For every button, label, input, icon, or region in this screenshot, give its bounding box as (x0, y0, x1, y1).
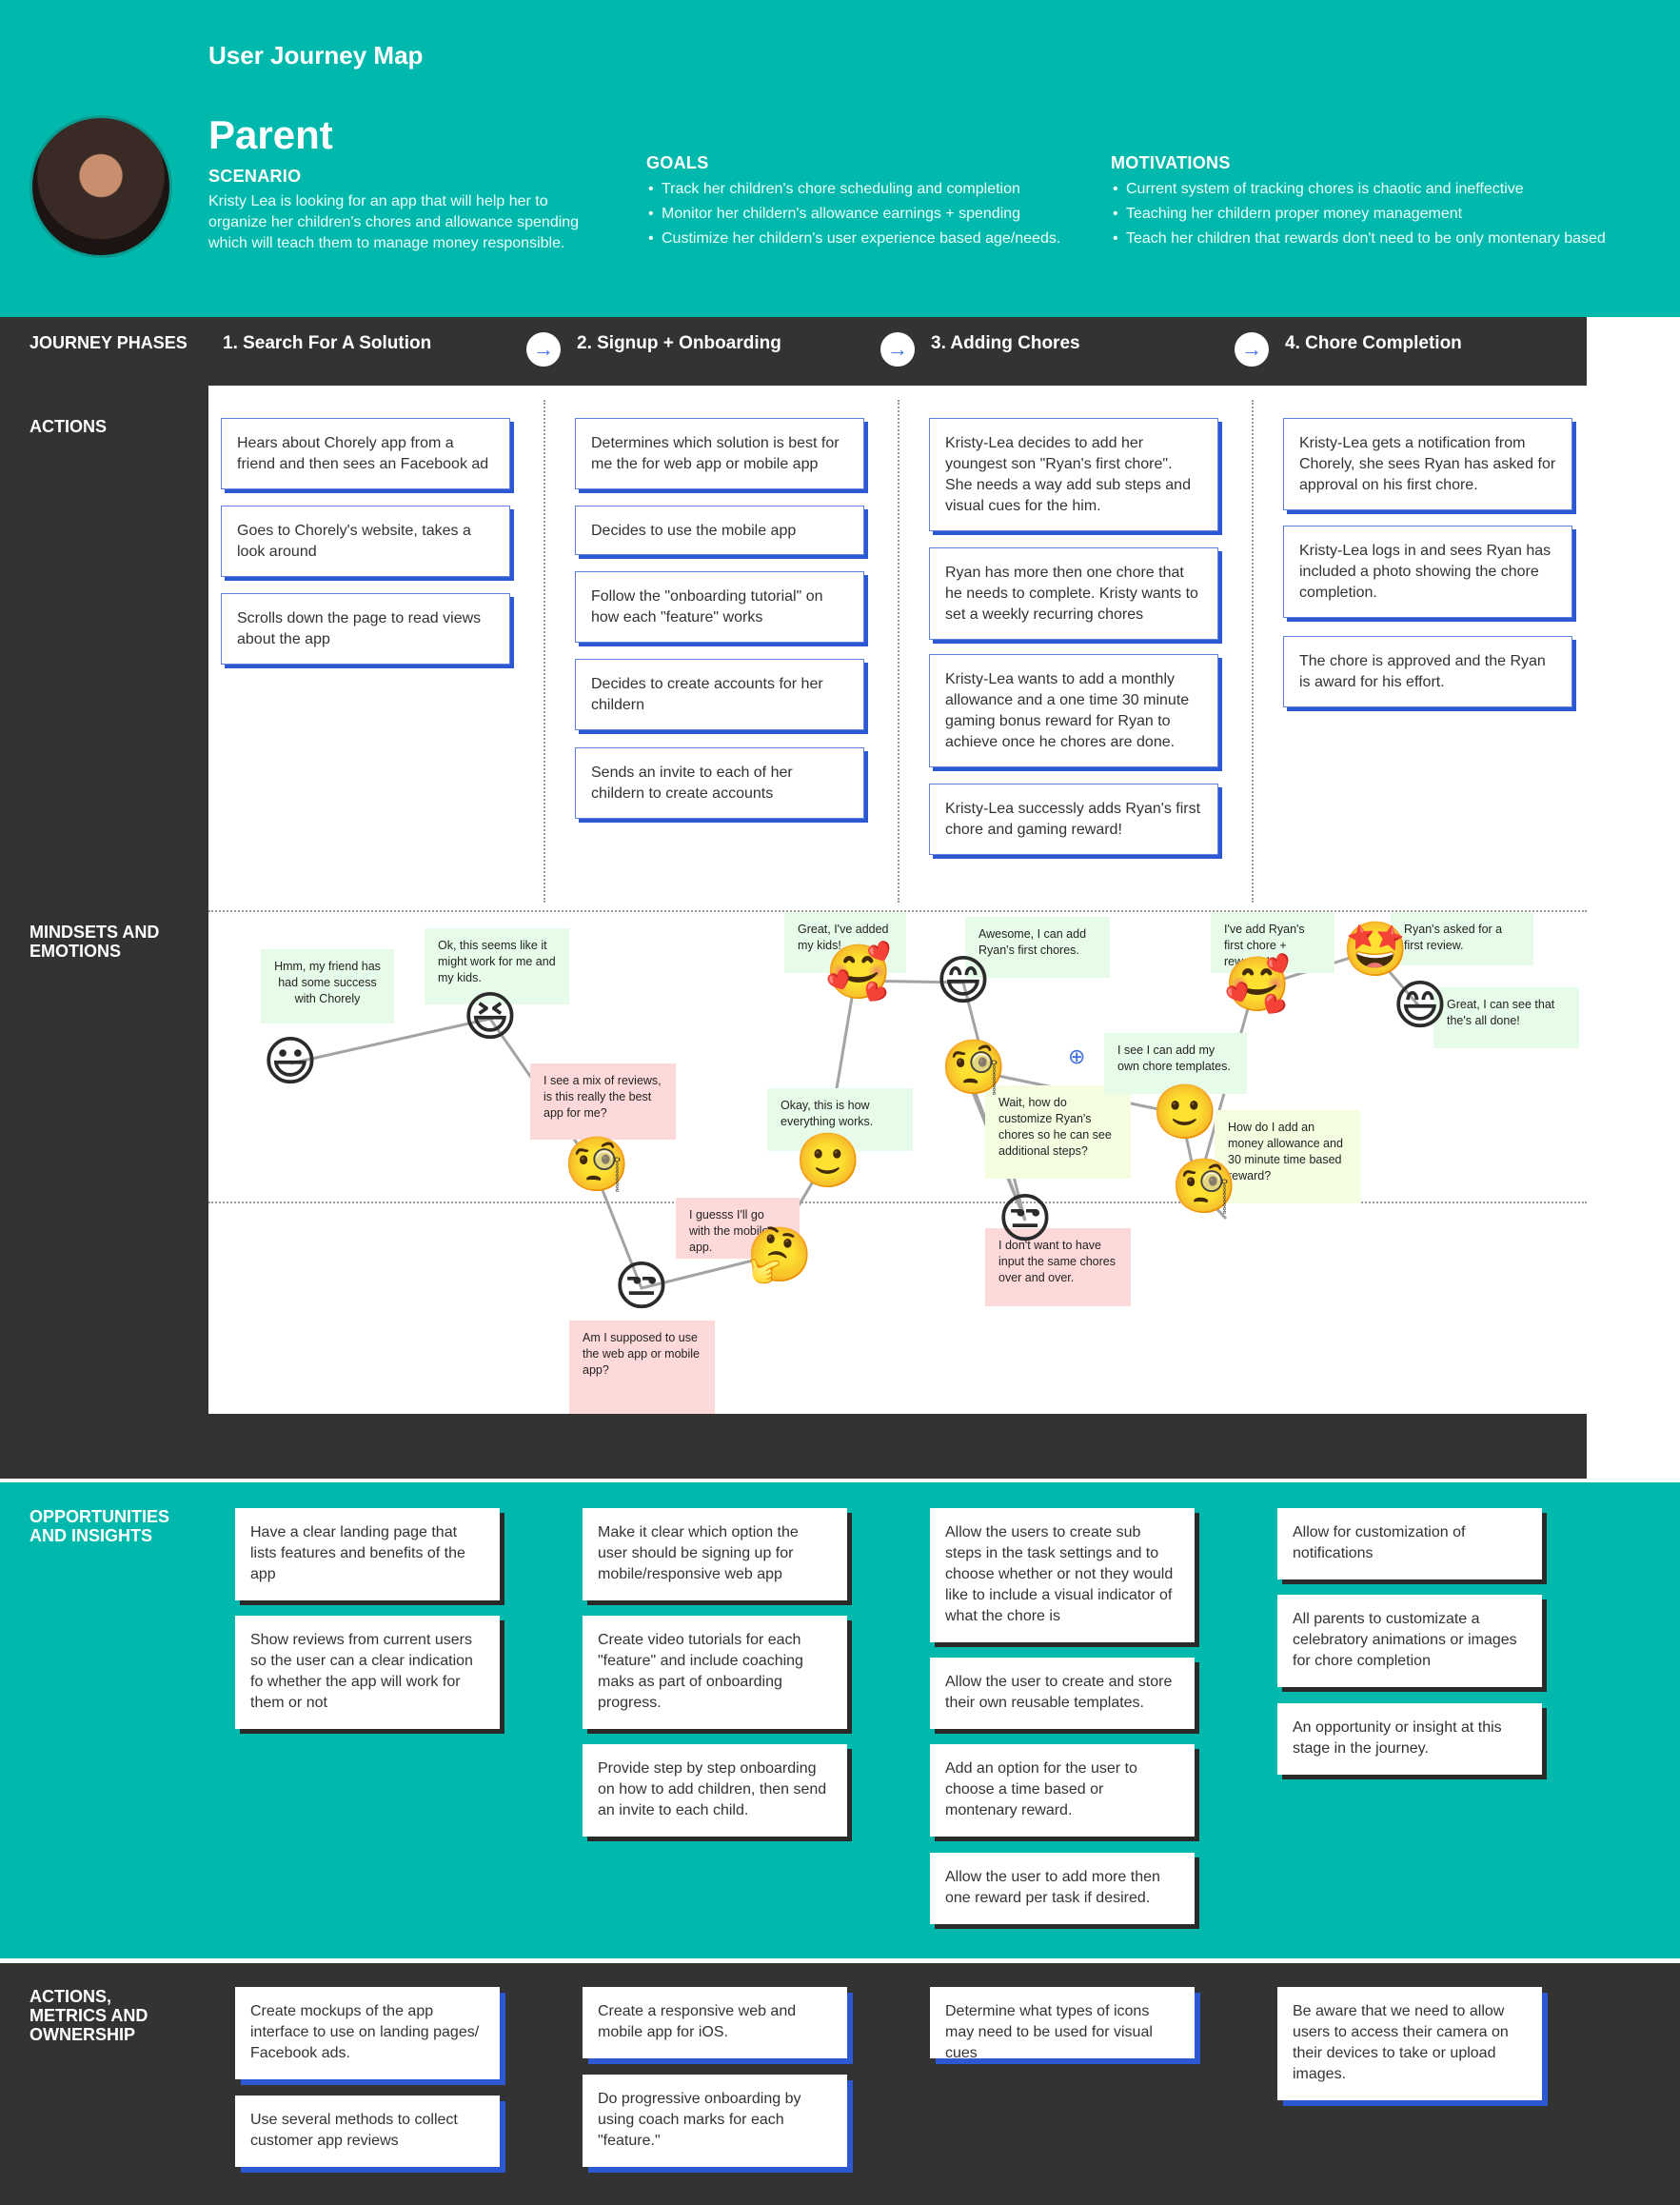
emotion-note: Am I supposed to use the web app or mobi… (569, 1321, 715, 1414)
add-icon: ⊕ (1068, 1045, 1086, 1069)
metric-card: Be aware that we need to allow users to … (1277, 1987, 1542, 2100)
opportunity-card: Allow the users to create sub steps in t… (930, 1508, 1195, 1642)
opportunity-card: All parents to customizate a celebratory… (1277, 1595, 1542, 1687)
phase-3: 3. Adding Chores (931, 333, 1080, 353)
star-struck-icon: 🤩 (1342, 919, 1409, 981)
arrow-right-icon: → (524, 330, 563, 368)
action-card: Kristy-Lea wants to add a monthly allowa… (929, 654, 1218, 767)
metric-card: Create mockups of the app interface to u… (235, 1987, 500, 2079)
smiling-face-hearts-icon: 🥰 (1224, 954, 1291, 1016)
emotion-note: I don't want to have input the same chor… (985, 1228, 1131, 1306)
emotion-note: Ryan's asked for a first review. (1391, 912, 1533, 965)
emotion-note: How do I add an money allowance and 30 m… (1215, 1110, 1360, 1203)
thinking-face-icon: 🤔 (746, 1224, 813, 1286)
action-card: Follow the "onboarding tutorial" on how … (575, 571, 864, 643)
phase-2: 2. Signup + Onboarding (577, 333, 781, 353)
grinning-smiling-eyes-icon: 😄 (1392, 975, 1449, 1037)
unamused-face-icon: 😒 (613, 1256, 670, 1318)
row-label-opportunities: OPPORTUNITIES AND INSIGHTS (30, 1507, 170, 1545)
persona-name: Parent (208, 112, 333, 157)
emotion-note: Awesome, I can add Ryan's first chores. (965, 917, 1110, 978)
laughing-face-icon: 😆 (462, 986, 519, 1048)
emotion-note: Great, I've added my kids! (784, 912, 906, 973)
action-card: Decides to use the mobile app (575, 506, 864, 555)
action-card: Kristy-Lea gets a notification from Chor… (1283, 418, 1572, 510)
scenario-text: Kristy Lea is looking for an app that wi… (208, 193, 580, 251)
grinning-smiling-eyes-icon: 😄 (935, 950, 992, 1012)
emotion-note: Great, I can see that the's all done! (1433, 987, 1579, 1048)
monocle-face-icon: 🧐 (563, 1134, 630, 1196)
opportunity-card: Allow the user to add more then one rewa… (930, 1853, 1195, 1924)
opportunity-card: Make it clear which option the user shou… (583, 1508, 847, 1600)
avatar (30, 115, 172, 258)
row-label-metrics: ACTIONS, METRICS AND OWNERSHIP (30, 1987, 148, 2044)
phase-4: 4. Chore Completion (1285, 333, 1462, 353)
goal-item: Track her children's chore scheduling an… (646, 177, 1084, 202)
emotion-note: I guesss I'll go with the mobile app. (676, 1198, 800, 1259)
motivations-list: Current system of tracking chores is cha… (1111, 177, 1672, 251)
action-card: Decides to create accounts for her child… (575, 659, 864, 730)
monocle-face-icon: 🧐 (940, 1037, 1007, 1099)
emotion-note: Okay, this is how everything works. (767, 1088, 913, 1151)
goal-item: Custimize her childern's user experience… (646, 227, 1084, 251)
opportunity-card: Add an option for the user to choose a t… (930, 1744, 1195, 1837)
opportunity-card: An opportunity or insight at this stage … (1277, 1703, 1542, 1775)
grinning-face-icon: 😃 (262, 1031, 319, 1093)
action-card: Goes to Chorely's website, takes a look … (221, 506, 510, 577)
motivation-item: Teach her children that rewards don't ne… (1111, 227, 1672, 251)
scenario-heading: SCENARIO (208, 167, 302, 186)
opportunity-card: Show reviews from current users so the u… (235, 1616, 500, 1729)
action-card: Ryan has more then one chore that he nee… (929, 547, 1218, 640)
goal-item: Monitor her childern's allowance earning… (646, 202, 1084, 227)
slightly-smiling-face-icon: 🙂 (795, 1130, 861, 1192)
action-card: Kristy-Lea successly adds Ryan's first c… (929, 784, 1218, 855)
metric-card: Determine what types of icons may need t… (930, 1987, 1195, 2061)
phase-1: 1. Search For A Solution (223, 333, 432, 353)
phase-divider (898, 400, 899, 903)
action-card: Determines which solution is best for me… (575, 418, 864, 489)
metric-card: Create a responsive web and mobile app f… (583, 1987, 847, 2058)
metric-card: Do progressive onboarding by using coach… (583, 2075, 847, 2167)
row-label-phases: JOURNEY PHASES (30, 333, 188, 352)
arrow-right-icon: → (879, 330, 917, 368)
opportunity-card: Create video tutorials for each "feature… (583, 1616, 847, 1729)
action-card: Sends an invite to each of her childern … (575, 747, 864, 819)
action-card: The chore is approved and the Ryan is aw… (1283, 636, 1572, 707)
phase-divider (1252, 400, 1254, 903)
arrow-right-icon: → (1233, 330, 1271, 368)
page-title: User Journey Map (208, 41, 424, 70)
emotion-note: Ok, this seems like it might work for me… (425, 928, 569, 1004)
phase-divider (544, 400, 545, 903)
monocle-face-icon: 🧐 (1171, 1156, 1237, 1218)
opportunity-card: Allow the user to create and store their… (930, 1658, 1195, 1729)
emotion-guide-mid (208, 1202, 1587, 1203)
persona-header: User Journey Map Parent SCENARIO Kristy … (0, 0, 1680, 317)
unamused-face-icon: 😒 (997, 1188, 1054, 1250)
row-label-actions: ACTIONS (30, 417, 107, 436)
goals-list: Track her children's chore scheduling an… (646, 177, 1084, 251)
opportunity-card: Allow for customization of notifications (1277, 1508, 1542, 1579)
action-card: Kristy-Lea decides to add her youngest s… (929, 418, 1218, 531)
goals-heading: GOALS (646, 153, 709, 172)
emotion-guide-top (208, 910, 1587, 912)
emotion-note: I've add Ryan's first chore + rewards! (1211, 912, 1334, 973)
action-card: Scrolls down the page to read views abou… (221, 593, 510, 665)
emotion-note: I see a mix of reviews, is this really t… (530, 1063, 676, 1140)
action-card: Hears about Chorely app from a friend an… (221, 418, 510, 489)
motivation-item: Teaching her childern proper money manag… (1111, 202, 1672, 227)
motivation-item: Current system of tracking chores is cha… (1111, 177, 1672, 202)
metric-card: Use several methods to collect customer … (235, 2096, 500, 2167)
smiling-face-hearts-icon: 🥰 (825, 942, 892, 1003)
emotion-note: Wait, how do customize Ryan's chores so … (985, 1085, 1131, 1179)
action-card: Kristy-Lea logs in and sees Ryan has inc… (1283, 526, 1572, 618)
motivations-heading: MOTIVATIONS (1111, 153, 1231, 172)
opportunity-card: Provide step by step onboarding on how t… (583, 1744, 847, 1837)
emotion-note: I see I can add my own chore templates. (1104, 1033, 1247, 1094)
row-label-mindsets: MINDSETS AND EMOTIONS (30, 923, 160, 961)
opportunity-card: Have a clear landing page that lists fea… (235, 1508, 500, 1600)
slightly-smiling-face-icon: 🙂 (1152, 1082, 1218, 1143)
emotion-note: Hmm, my friend has had some success with… (261, 949, 394, 1023)
